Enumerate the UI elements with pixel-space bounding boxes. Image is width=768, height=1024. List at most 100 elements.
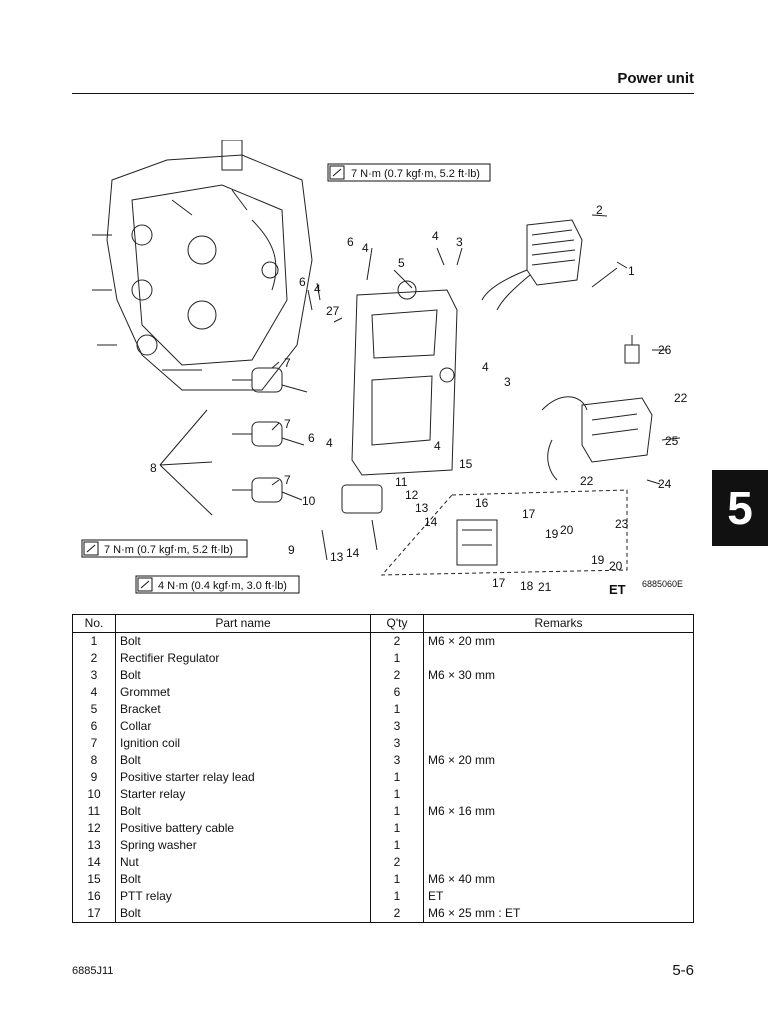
part-number-label: 22: [580, 474, 594, 488]
cell-qty: 1: [370, 871, 424, 888]
cell-no: 8: [72, 752, 116, 769]
cell-part-name: Positive battery cable: [115, 820, 371, 837]
part-number-labels: 2 1 3 4 4 6 5 6 4 27 7 7 7 8 6 4 3 4 4 1…: [150, 203, 688, 594]
column-header-part-name: Part name: [115, 614, 371, 633]
part-number-label: 13: [330, 550, 344, 564]
part-number-label: 20: [560, 523, 574, 537]
cell-remarks: M6 × 40 mm: [423, 871, 694, 888]
part-number-label: 20: [609, 559, 623, 573]
cell-remarks: [423, 837, 694, 854]
part-number-label: 4: [362, 241, 369, 255]
cell-remarks: [423, 684, 694, 701]
cell-remarks: [423, 650, 694, 667]
cell-no: 2: [72, 650, 116, 667]
cell-qty: 1: [370, 837, 424, 854]
cell-qty: 1: [370, 786, 424, 803]
torque-callout-top: 7 N·m (0.7 kgf·m, 5.2 ft·lb): [327, 163, 491, 182]
part-number-label: 13: [415, 501, 429, 515]
cell-remarks: [423, 854, 694, 871]
part-number-label: 21: [538, 580, 552, 594]
cell-no: 12: [72, 820, 116, 837]
cell-no: 17: [72, 905, 116, 923]
part-number-label: 26: [658, 343, 672, 357]
part-number-label: 19: [591, 553, 605, 567]
cell-remarks: [423, 769, 694, 786]
cell-remarks: M6 × 16 mm: [423, 803, 694, 820]
cell-part-name: Starter relay: [115, 786, 371, 803]
torque-callout-bottom: 4 N·m (0.4 kgf·m, 3.0 ft·lb): [135, 575, 300, 594]
cell-qty: 3: [370, 735, 424, 752]
part-number-label: 4: [482, 360, 489, 374]
cell-no: 9: [72, 769, 116, 786]
cell-qty: 1: [370, 820, 424, 837]
cell-part-name: Rectifier Regulator: [115, 650, 371, 667]
part-number-label: 25: [665, 434, 679, 448]
part-number-label: 14: [346, 546, 360, 560]
part-number-label: 24: [658, 477, 672, 491]
ignition-coils-drawing: [232, 367, 308, 503]
cell-remarks: M6 × 20 mm: [423, 632, 694, 650]
part-number-label: 16: [475, 496, 489, 510]
cell-qty: 2: [370, 667, 424, 684]
page-number: 5-6: [672, 962, 694, 979]
column-header-remarks: Remarks: [423, 614, 694, 633]
cdi-unit-drawing: [541, 335, 653, 481]
torque-label: 4 N·m (0.4 kgf·m, 3.0 ft·lb): [158, 580, 287, 592]
part-number-label: 5: [398, 256, 405, 270]
cell-part-name: Spring washer: [115, 837, 371, 854]
cell-part-name: PTT relay: [115, 888, 371, 905]
cell-qty: 1: [370, 803, 424, 820]
part-number-label: 15: [459, 457, 473, 471]
cell-part-name: Ignition coil: [115, 735, 371, 752]
cell-no: 11: [72, 803, 116, 820]
part-number-label: 7: [284, 417, 291, 431]
exploded-parts-diagram: 7 N·m (0.7 kgf·m, 5.2 ft·lb) 7 N·m (0.7 …: [72, 140, 696, 610]
part-number-label: 7: [284, 356, 291, 370]
table-header-row: No. Part name Q'ty Remarks: [72, 614, 694, 633]
cell-part-name: Bolt: [115, 803, 371, 820]
cell-remarks: M6 × 20 mm: [423, 752, 694, 769]
part-number-label: 22: [674, 391, 688, 405]
part-number-label: 3: [504, 375, 511, 389]
part-number-label: 2: [596, 203, 603, 217]
part-number-label: 4: [432, 229, 439, 243]
page-section-title: Power unit: [617, 70, 694, 87]
cell-remarks: [423, 820, 694, 837]
part-number-label: 27: [326, 304, 340, 318]
part-number-label: 7: [284, 473, 291, 487]
part-number-label: 6: [308, 431, 315, 445]
part-number-label: 1: [628, 264, 635, 278]
cell-qty: 1: [370, 650, 424, 667]
cell-part-name: Bracket: [115, 701, 371, 718]
cell-remarks: [423, 735, 694, 752]
cell-qty: 2: [370, 905, 424, 923]
part-number-label: 4: [314, 282, 321, 296]
part-number-label: 4: [326, 436, 333, 450]
part-number-label: 6: [347, 235, 354, 249]
et-label: ET: [609, 582, 626, 597]
cell-part-name: Bolt: [115, 871, 371, 888]
cell-qty: 2: [370, 854, 424, 871]
figure-id: 6885060E: [642, 579, 683, 589]
column-header-no: No.: [72, 614, 116, 633]
cell-no: 7: [72, 735, 116, 752]
part-number-label: 19: [545, 527, 559, 541]
rectifier-regulator-drawing: [481, 219, 583, 311]
engine-block-drawing: [92, 140, 313, 391]
cell-remarks: ET: [423, 888, 694, 905]
part-number-label: 17: [522, 507, 536, 521]
cell-remarks: [423, 718, 694, 735]
cell-no: 1: [72, 632, 116, 650]
cell-part-name: Bolt: [115, 752, 371, 769]
